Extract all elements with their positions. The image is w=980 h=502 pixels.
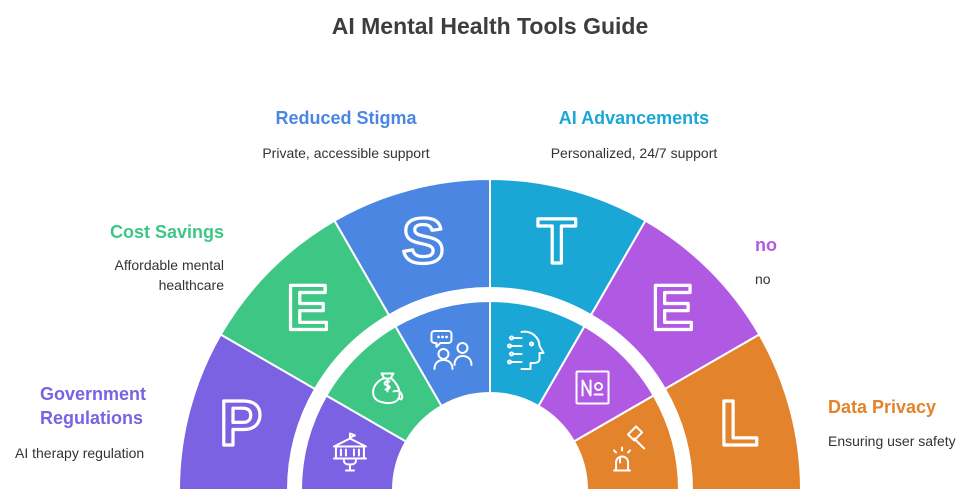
gavel-siren-icon — [613, 425, 646, 472]
pestel-letter-no: E — [651, 272, 694, 344]
ai-head-icon — [507, 330, 545, 370]
pestel-letter-reduced-stigma: S — [402, 205, 445, 277]
chat-people-icon — [430, 329, 473, 370]
description-government-regulations: AI therapy regulation — [15, 445, 145, 461]
diagram-title: AI Mental Health Tools Guide — [331, 13, 649, 39]
numero-icon — [575, 370, 610, 405]
label-reduced-stigma: Reduced Stigma — [275, 108, 417, 128]
pestel-letter-data-privacy: L — [720, 387, 759, 459]
pestel-letter-ai-advancements: T — [537, 205, 576, 277]
description-data-privacy: Ensuring user safety — [828, 433, 956, 449]
pestel-letter-cost-savings: E — [286, 272, 329, 344]
money-bag-icon — [372, 372, 404, 404]
description-cost-savings: Affordable mental healthcare — [114, 257, 224, 293]
inner-segment-data-privacy — [572, 394, 681, 491]
label-government-regulations: Government Regulations — [40, 384, 147, 428]
description-ai-advancements: Personalized, 24/7 support — [550, 145, 718, 161]
description-no: no — [755, 271, 771, 287]
label-ai-advancements: AI Advancements — [558, 108, 710, 128]
description-reduced-stigma: Private, accessible support — [262, 145, 430, 161]
government-building-icon — [332, 432, 367, 472]
pestel-letter-government-regulations: P — [219, 387, 262, 459]
label-cost-savings: Cost Savings — [109, 222, 224, 242]
label-data-privacy: Data Privacy — [828, 397, 937, 417]
label-no: no — [755, 235, 777, 255]
